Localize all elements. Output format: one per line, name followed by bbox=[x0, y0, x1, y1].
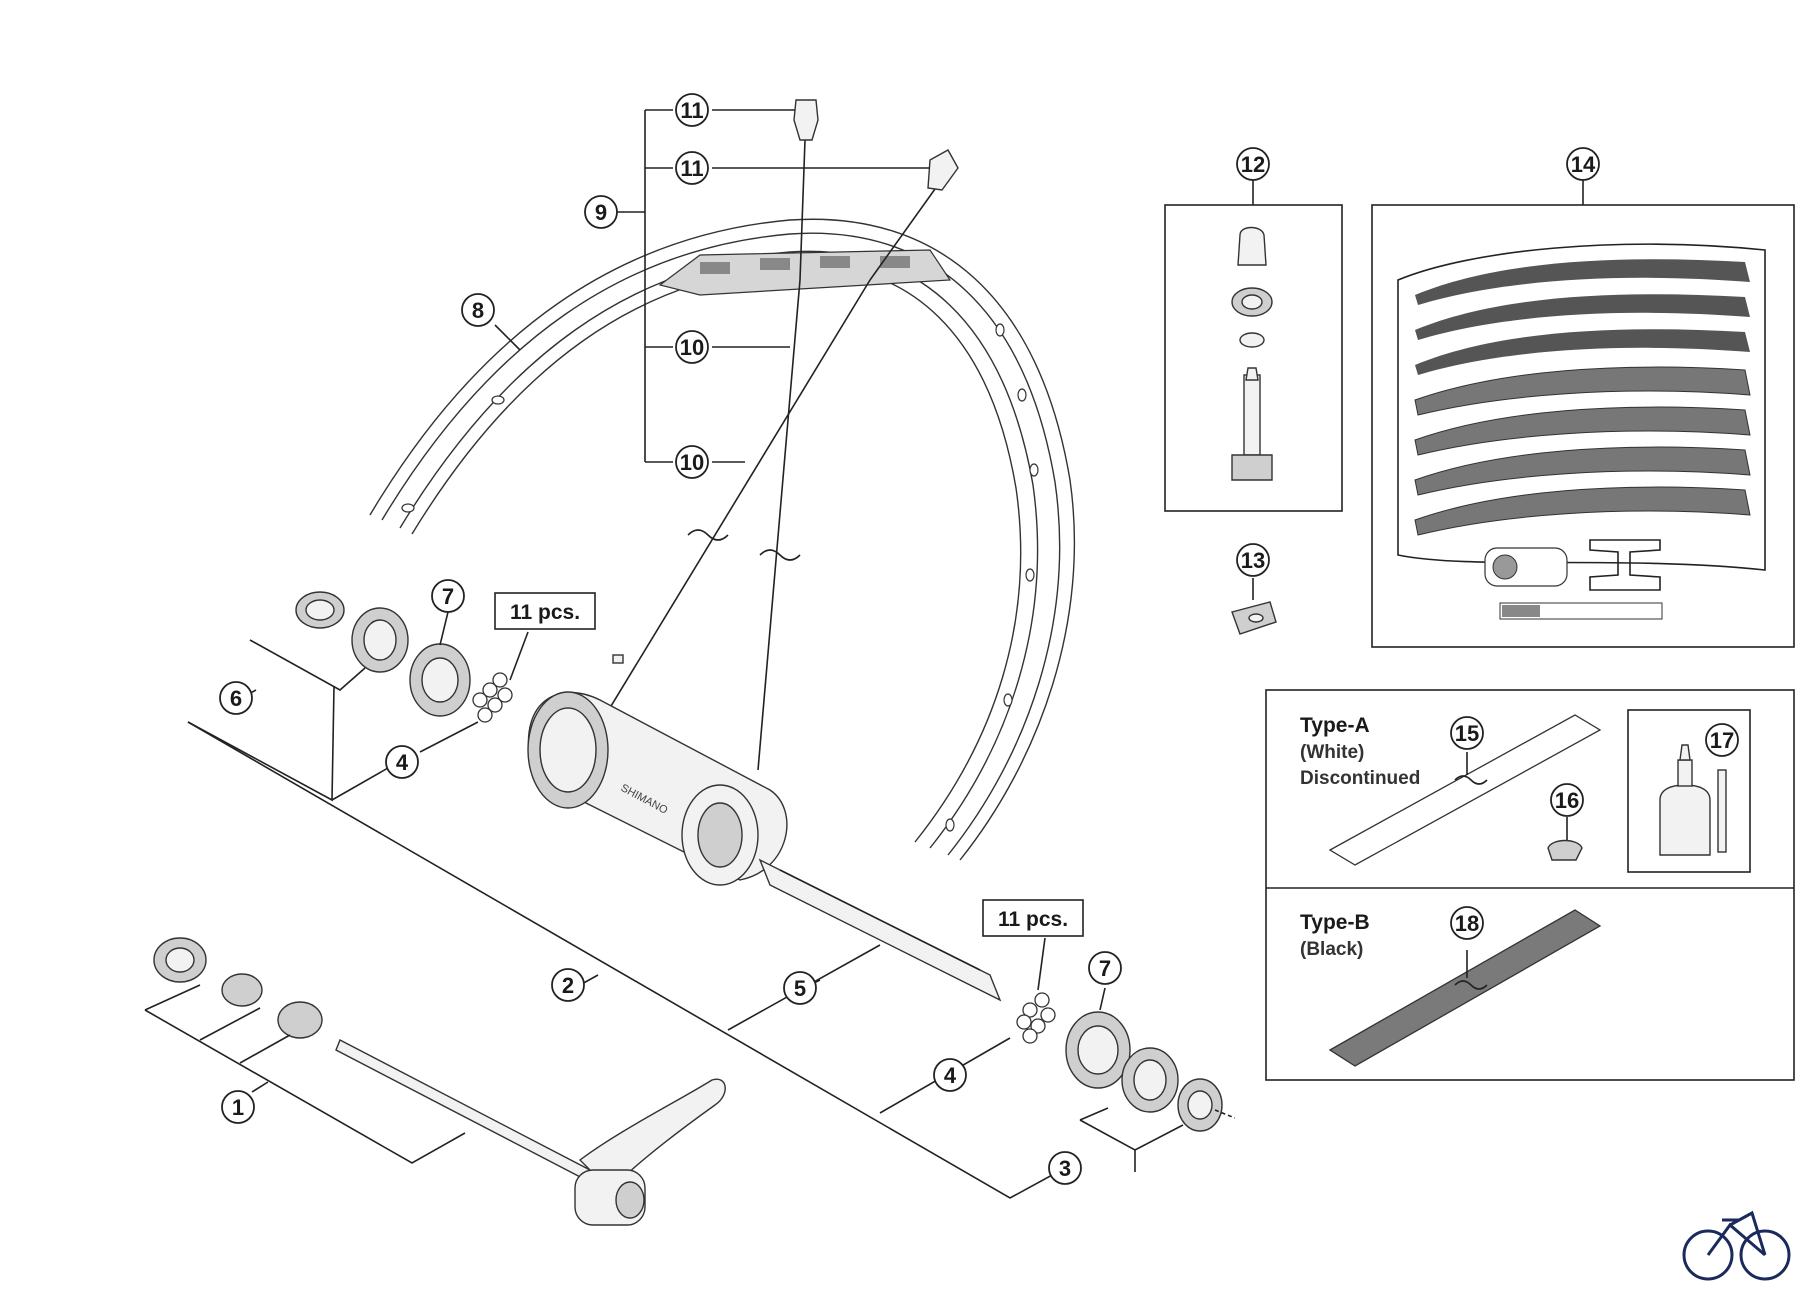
callout-4-right: 4 bbox=[933, 1058, 967, 1092]
callout-text-10-lower: 10 bbox=[680, 450, 704, 475]
callout-text-5: 5 bbox=[794, 976, 806, 1001]
callout-10-lower: 10 bbox=[675, 445, 709, 479]
callout-text-1: 1 bbox=[232, 1095, 244, 1120]
callout-15: 15 bbox=[1450, 716, 1484, 750]
callout-5: 5 bbox=[783, 971, 817, 1005]
callout-7-right: 7 bbox=[1088, 951, 1122, 985]
qty-box-right: 11 pcs. bbox=[982, 899, 1084, 937]
callout-text-11-upper: 11 bbox=[680, 98, 703, 123]
valve-parts-box bbox=[1164, 180, 1343, 512]
callout-9: 9 bbox=[584, 195, 618, 229]
left-bearing-parts bbox=[295, 591, 513, 723]
callout-text-13: 13 bbox=[1241, 548, 1265, 573]
quick-release-drawing bbox=[153, 937, 726, 1226]
callout-4-left: 4 bbox=[385, 745, 419, 779]
type-b-title: Type-B bbox=[1300, 911, 1370, 934]
callout-text-7-left: 7 bbox=[442, 584, 454, 609]
callout-10-upper: 10 bbox=[675, 330, 709, 364]
callout-text-14: 14 bbox=[1571, 152, 1596, 177]
qty-text-right: 11 pcs. bbox=[998, 908, 1068, 931]
callout-2: 2 bbox=[551, 968, 585, 1002]
type-a-title: Type-A bbox=[1300, 714, 1370, 737]
type-a-note: Discontinued bbox=[1300, 768, 1420, 789]
callout-text-2: 2 bbox=[562, 973, 574, 998]
callout-text-7-right: 7 bbox=[1099, 956, 1111, 981]
callout-text-4-right: 4 bbox=[944, 1063, 957, 1088]
leader-lines bbox=[144, 109, 1184, 1199]
callout-12: 12 bbox=[1236, 147, 1270, 181]
callout-1: 1 bbox=[221, 1090, 255, 1124]
right-bearing-parts bbox=[1016, 992, 1236, 1132]
callout-8: 8 bbox=[461, 293, 495, 327]
callout-text-15: 15 bbox=[1455, 721, 1479, 746]
callout-text-17: 17 bbox=[1710, 728, 1734, 753]
type-b-color: (Black) bbox=[1300, 939, 1363, 960]
callout-text-8: 8 bbox=[472, 298, 484, 323]
hub-drawing: SHIMANO bbox=[527, 691, 1002, 1002]
rim-tape-panel bbox=[1265, 689, 1795, 1081]
bicycle-icon bbox=[1682, 1210, 1791, 1281]
callout-text-11-lower: 11 bbox=[680, 156, 703, 181]
spokes-drawing bbox=[559, 99, 959, 791]
callout-14: 14 bbox=[1566, 147, 1600, 181]
callout-18: 18 bbox=[1450, 906, 1484, 940]
callout-11-lower: 11 bbox=[675, 151, 709, 185]
callout-text-3: 3 bbox=[1059, 1156, 1071, 1181]
callout-6: 6 bbox=[219, 681, 253, 715]
callout-11-upper: 11 bbox=[675, 93, 709, 127]
callout-3: 3 bbox=[1048, 1151, 1082, 1185]
decal-box bbox=[1371, 178, 1795, 648]
callout-text-10-upper: 10 bbox=[680, 335, 704, 360]
callout-text-16: 16 bbox=[1555, 788, 1579, 813]
type-a-color: (White) bbox=[1300, 742, 1364, 763]
callout-text-6: 6 bbox=[230, 686, 242, 711]
callout-text-12: 12 bbox=[1241, 152, 1265, 177]
qty-text-left: 11 pcs. bbox=[510, 601, 580, 624]
callout-text-4-left: 4 bbox=[396, 750, 409, 775]
callout-7-left: 7 bbox=[431, 579, 465, 613]
callout-17: 17 bbox=[1705, 723, 1739, 757]
callout-text-9: 9 bbox=[595, 200, 607, 225]
callout-16: 16 bbox=[1550, 783, 1584, 817]
rim-drawing bbox=[369, 218, 1076, 861]
callout-text-18: 18 bbox=[1455, 911, 1479, 936]
qty-box-left: 11 pcs. bbox=[494, 592, 596, 630]
callout-13: 13 bbox=[1236, 543, 1270, 577]
valve-adapter-part bbox=[1231, 578, 1277, 635]
